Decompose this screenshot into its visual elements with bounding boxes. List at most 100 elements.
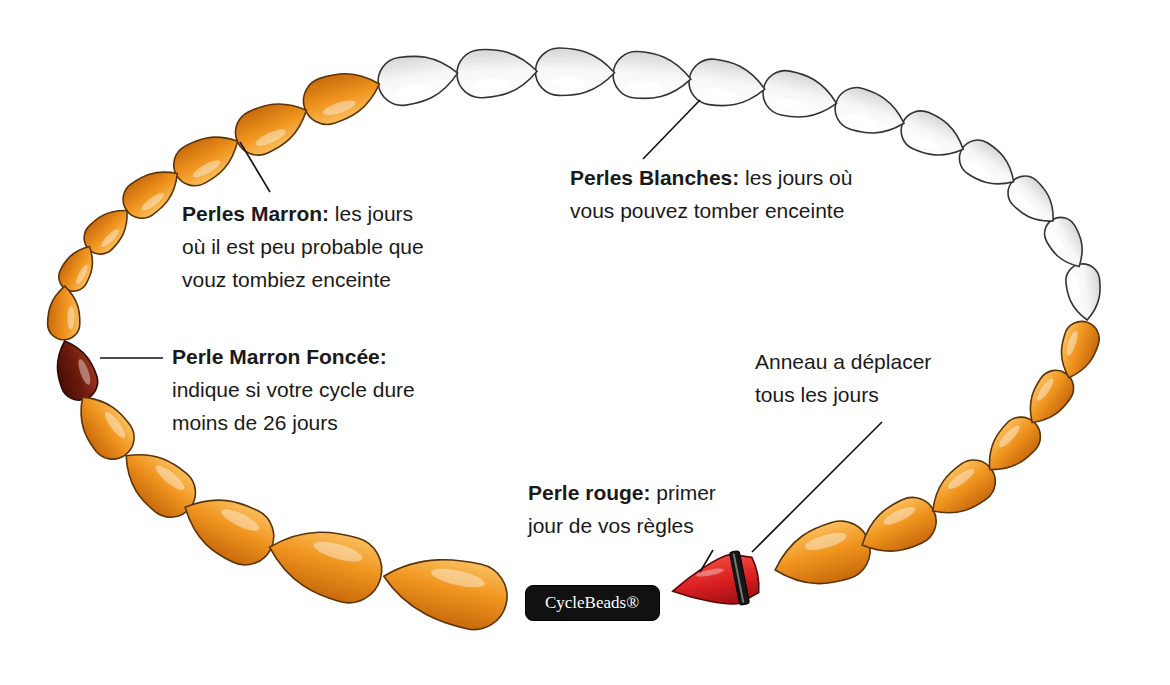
bead-highlight <box>102 409 128 440</box>
bead-body <box>166 123 247 193</box>
bead-highlight <box>395 83 431 99</box>
bead-highlight <box>881 504 917 528</box>
bead-body <box>952 133 1023 197</box>
bead-highlight <box>219 505 262 535</box>
red-bead <box>668 548 763 618</box>
brown-bead <box>1052 317 1104 383</box>
bead-body <box>47 335 103 406</box>
bead-highlight <box>996 423 1022 450</box>
bead-body <box>611 50 692 103</box>
bead-body <box>895 105 971 168</box>
bead-highlight <box>1071 276 1081 301</box>
bead-body <box>686 56 768 112</box>
bead-highlight <box>702 86 737 100</box>
bead-body <box>228 90 316 163</box>
bead-highlight <box>253 126 287 149</box>
bead-highlight <box>153 462 188 493</box>
white-bead <box>759 67 841 126</box>
white-bead <box>830 82 910 143</box>
bead-body <box>260 515 389 610</box>
bead-string <box>47 47 1104 636</box>
bead-highlight <box>1064 330 1079 357</box>
bead-highlight <box>1035 377 1056 403</box>
bead-body <box>377 544 514 636</box>
bead-body <box>767 514 878 598</box>
leader-line <box>240 142 270 192</box>
red-bead-callout: Perle rouge:primer jour de vos règles <box>528 476 738 542</box>
logo-text: CycleBeads® <box>545 593 639 613</box>
white-bead <box>456 47 538 99</box>
bead-highlight <box>473 78 509 90</box>
bead-highlight <box>696 567 725 578</box>
bead-body <box>759 67 841 126</box>
bead-body <box>1064 262 1104 322</box>
bead-body <box>1052 317 1104 383</box>
callout-text: Anneau a déplacer tous les jours <box>755 350 931 406</box>
leader-line <box>643 100 700 159</box>
callout-text: indique si votre cycle dure moins de 26 … <box>172 373 442 439</box>
bead-body <box>535 48 615 97</box>
white-bead <box>1064 262 1104 322</box>
brown-bead <box>228 90 316 163</box>
bead-body <box>54 240 103 297</box>
leader-line <box>752 422 882 552</box>
dark-bead-callout: Perle Marron Foncée:indique si votre cyc… <box>172 340 442 439</box>
callout-heading: Perle rouge: <box>528 481 651 504</box>
bead-highlight <box>76 358 93 386</box>
logo-plate: CycleBeads® <box>525 585 660 621</box>
bead-body <box>297 62 386 131</box>
dark-brown-bead <box>47 335 103 406</box>
callout-heading: Perle Marron Foncée: <box>172 340 436 373</box>
white-bead <box>611 50 692 103</box>
callout-heading: Perles Marron: <box>182 202 329 225</box>
bead-highlight <box>99 227 121 249</box>
bead-highlight <box>775 96 809 112</box>
bead-highlight <box>628 79 663 92</box>
bead-highlight <box>67 306 75 330</box>
bead-body <box>173 481 284 574</box>
callout-heading: Perles Blanches: <box>570 166 739 189</box>
bead-body <box>47 286 81 341</box>
brown-bead <box>54 240 103 297</box>
white-bead <box>686 56 768 112</box>
bead-body <box>852 490 944 567</box>
brown-bead <box>852 490 944 567</box>
white-bead <box>535 48 615 97</box>
moving-ring <box>729 550 749 605</box>
bead-highlight <box>74 263 90 285</box>
brown-bead <box>173 481 284 574</box>
bead-highlight <box>551 77 586 88</box>
white-bead <box>895 105 971 168</box>
bead-highlight <box>910 132 940 152</box>
red-bead <box>668 548 763 618</box>
ring-callout: Anneau a déplacer tous les jours <box>755 345 955 411</box>
bead-highlight <box>966 158 993 179</box>
brown-bead <box>47 286 81 341</box>
brown-bead <box>767 514 878 598</box>
leader-line <box>700 550 713 572</box>
white-bead <box>952 133 1023 197</box>
leader-line <box>100 357 163 359</box>
bead-highlight <box>1049 231 1067 255</box>
bead-highlight <box>191 157 222 180</box>
bead-body <box>830 82 910 143</box>
brown-bead <box>297 62 386 131</box>
white-bead <box>375 49 461 108</box>
bead-highlight <box>139 190 166 213</box>
bead-highlight <box>311 538 364 566</box>
bead-highlight <box>1013 192 1036 215</box>
bead-body <box>456 47 538 99</box>
ring-highlight <box>733 553 745 602</box>
bead-highlight <box>846 111 879 129</box>
bead-highlight <box>429 565 486 591</box>
brown-beads-callout: Perles Marron:les jours où il est peu pr… <box>182 197 433 296</box>
bead-highlight <box>803 529 848 554</box>
white-beads-callout: Perles Blanches:les jours où vous pouvez… <box>570 161 875 227</box>
bead-body <box>375 49 461 108</box>
brown-bead <box>260 515 389 610</box>
brown-bead <box>377 544 514 636</box>
brown-bead <box>166 123 247 193</box>
leader-lines <box>100 100 882 572</box>
